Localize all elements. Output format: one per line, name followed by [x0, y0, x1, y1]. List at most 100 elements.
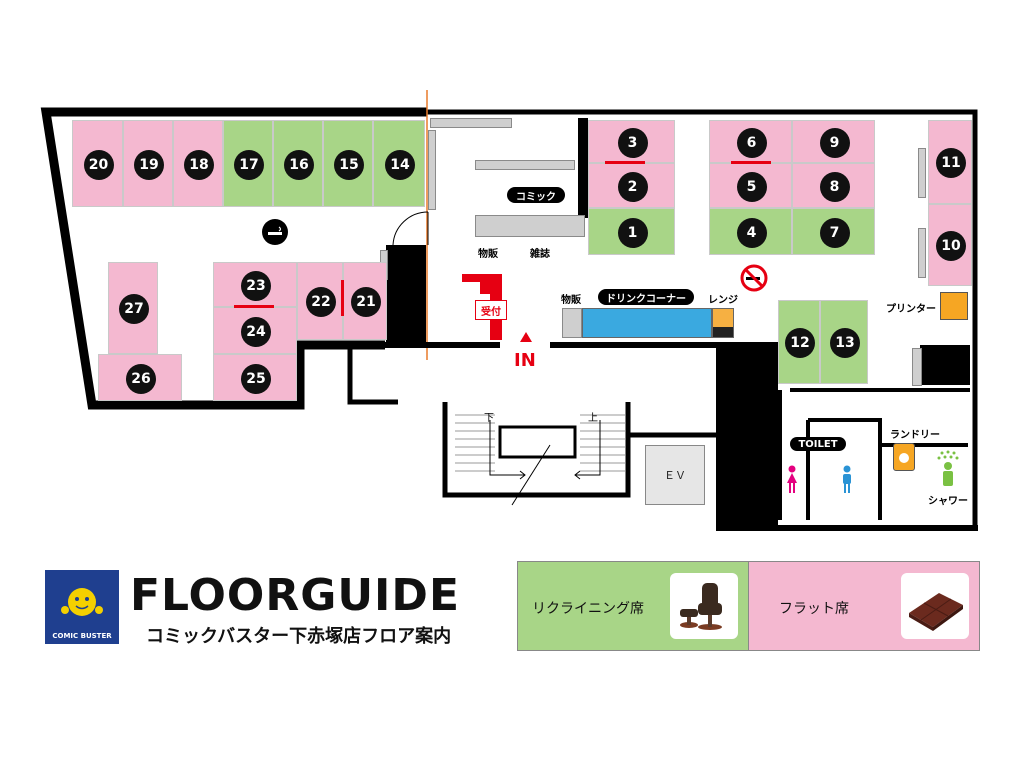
magazine-label: 雑誌 — [530, 249, 550, 260]
goods-label-right: 物販 — [561, 295, 581, 306]
printer-icon — [940, 292, 968, 320]
shelf — [475, 215, 585, 237]
seat-number: 17 — [234, 149, 264, 180]
printer-label: プリンター — [886, 304, 936, 315]
seat-13: 13 — [820, 300, 868, 384]
seat-3: 3 — [588, 120, 675, 163]
seat-number: 14 — [385, 149, 415, 180]
wall-block — [716, 342, 778, 530]
seat-22: 22 — [297, 262, 343, 340]
reclining-chair-icon — [680, 583, 722, 630]
laundry-label: ランドリー — [890, 430, 940, 441]
seat-10: 10 — [928, 204, 972, 286]
comic-label: コミック — [507, 187, 565, 203]
seat-number: 8 — [819, 171, 850, 202]
outer-walls — [40, 90, 978, 531]
legend-label-flat: フラット席 — [779, 601, 849, 617]
seat-6: 6 — [709, 120, 792, 163]
shelf — [918, 148, 926, 198]
seat-number: 7 — [819, 217, 850, 248]
legend: リクライニング席 フラット席 — [517, 561, 980, 651]
seat-number: 9 — [819, 127, 850, 158]
divider-mark — [234, 305, 274, 308]
legend-label-reclining: リクライニング席 — [532, 601, 644, 617]
divider-mark — [341, 280, 344, 316]
seat-27: 27 — [108, 262, 158, 354]
seat-2: 2 — [588, 163, 675, 208]
shelf — [430, 118, 512, 128]
legend-item-reclining: リクライニング席 — [518, 562, 749, 650]
mascot-icon — [61, 588, 103, 616]
smoking-area-icon — [262, 219, 288, 245]
seat-11: 11 — [928, 120, 972, 204]
seat-number: 16 — [284, 149, 314, 180]
toilet-label: TOILET — [790, 437, 846, 451]
seat-number: 24 — [241, 316, 271, 347]
seat-12: 12 — [778, 300, 820, 384]
women-icon — [787, 465, 797, 493]
seat-9: 9 — [792, 120, 875, 163]
seat-number: 6 — [736, 127, 767, 158]
seat-26: 26 — [98, 354, 182, 401]
seat-16: 16 — [273, 120, 323, 207]
seat-5: 5 — [709, 163, 792, 208]
seat-number: 20 — [83, 149, 114, 180]
stairs — [455, 414, 625, 506]
seat-20: 20 — [72, 120, 123, 207]
divider-mark — [605, 161, 645, 164]
logo-text: COMIC BUSTER — [52, 632, 112, 640]
seat-8: 8 — [792, 163, 875, 208]
seat-number: 1 — [617, 217, 648, 248]
legend-item-flat: フラット席 — [749, 562, 979, 650]
stairs-up-label: 上 — [588, 413, 598, 424]
wall-block — [386, 245, 426, 345]
shelf — [475, 160, 575, 170]
seat-number: 15 — [334, 149, 364, 180]
seat-number: 10 — [936, 231, 966, 261]
seat-number: 2 — [617, 171, 648, 202]
stairs-down-label: 下 — [484, 413, 494, 424]
seat-21: 21 — [343, 262, 387, 340]
no-smoking-icon — [740, 264, 768, 292]
drink-bar — [582, 308, 712, 338]
shelf — [918, 228, 926, 278]
seat-1: 1 — [588, 208, 675, 255]
elevator-label: ＥＶ — [664, 469, 686, 482]
seat-17: 17 — [223, 120, 273, 207]
divider-mark — [731, 161, 771, 164]
shelf — [912, 348, 922, 386]
wall-block — [920, 345, 970, 385]
page-subtitle: コミックバスター下赤塚店フロア案内 — [146, 626, 452, 647]
seat-24: 24 — [213, 307, 297, 354]
seat-number: 19 — [134, 149, 164, 180]
microwave — [712, 308, 734, 338]
seat-number: 21 — [351, 287, 381, 317]
entrance-arrow-icon — [520, 332, 532, 342]
goods-label-left: 物販 — [478, 249, 498, 260]
seat-number: 13 — [830, 328, 860, 358]
seat-number: 5 — [736, 171, 767, 202]
seat-number: 23 — [241, 270, 271, 301]
reception-label: 受付 — [475, 300, 507, 320]
reclining-chair-image — [670, 573, 738, 639]
seat-4: 4 — [709, 208, 792, 255]
page-title: FLOORGUIDE — [130, 570, 461, 621]
seat-number: 27 — [119, 294, 149, 324]
elevator: ＥＶ — [645, 445, 705, 505]
seat-19: 19 — [123, 120, 173, 207]
seat-18: 18 — [173, 120, 223, 207]
seat-15: 15 — [323, 120, 373, 207]
seat-7: 7 — [792, 208, 875, 255]
entrance-label: IN — [514, 350, 536, 371]
seat-14: 14 — [373, 120, 425, 207]
seat-number: 3 — [617, 127, 648, 158]
flat-mat-image — [901, 573, 969, 639]
seat-25: 25 — [213, 354, 297, 401]
men-icon — [843, 465, 851, 493]
seat-number: 18 — [184, 149, 214, 180]
flat-mat-icon — [909, 593, 963, 631]
drink-corner-label: ドリンクコーナー — [598, 289, 694, 305]
wall-block — [578, 118, 588, 218]
seat-number: 11 — [936, 148, 966, 178]
